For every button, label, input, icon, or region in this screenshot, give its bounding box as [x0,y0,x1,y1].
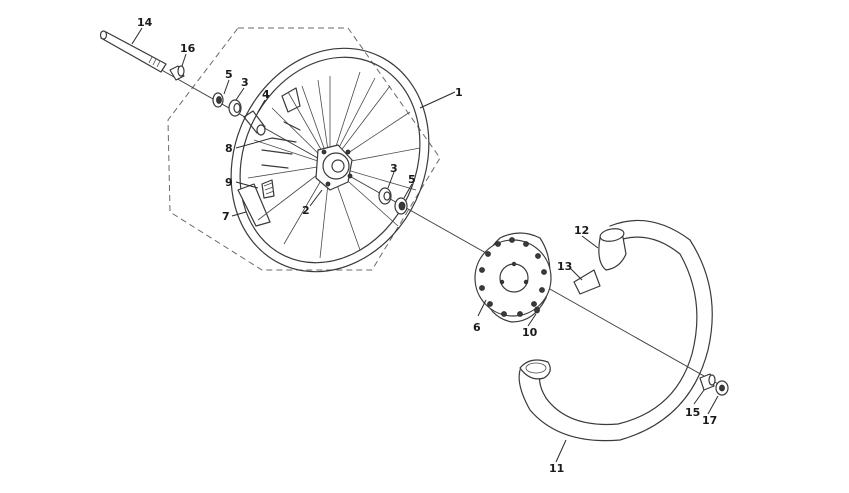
callout-14: 14 [137,16,153,29]
leader-lines [131,27,719,463]
callout-5-right: 5 [408,173,416,186]
callout-1: 1 [455,86,463,99]
hub [315,144,353,191]
callout-6: 6 [473,321,481,334]
wheel-assembly-boundary [167,27,441,271]
spacer-16 [169,65,185,81]
callout-4: 4 [262,88,270,101]
callout-11: 11 [549,462,564,475]
rim [230,47,430,273]
valve [261,179,275,199]
callout-17: 17 [702,414,717,427]
callout-9: 9 [225,176,233,189]
callout-labels: 14 16 5 3 4 1 8 9 7 2 3 5 6 10 12 13 11 … [137,16,717,475]
brake-disc [474,232,552,323]
bearing-right [378,187,392,205]
disc-bolt [534,306,540,314]
loose-spokes [261,121,301,169]
callout-8: 8 [225,142,233,155]
rim-tape [573,269,601,295]
callout-7: 7 [222,210,230,223]
callout-15: 15 [685,406,700,419]
tire [518,219,713,442]
callout-3-right: 3 [390,162,398,175]
callout-2: 2 [302,204,310,217]
callout-12: 12 [574,224,589,237]
inner-tube [598,228,627,271]
callout-5-left: 5 [225,68,233,81]
spacer-15 [699,373,716,391]
spacer-tube [243,110,266,136]
callout-3-left: 3 [241,76,249,89]
seal-left [212,92,224,108]
axle [99,30,167,73]
callout-10: 10 [522,326,538,339]
seal-right [394,197,408,215]
callout-13: 13 [557,260,572,273]
axle-nut [715,380,729,396]
bearing-left [228,99,242,117]
callout-16: 16 [180,42,196,55]
